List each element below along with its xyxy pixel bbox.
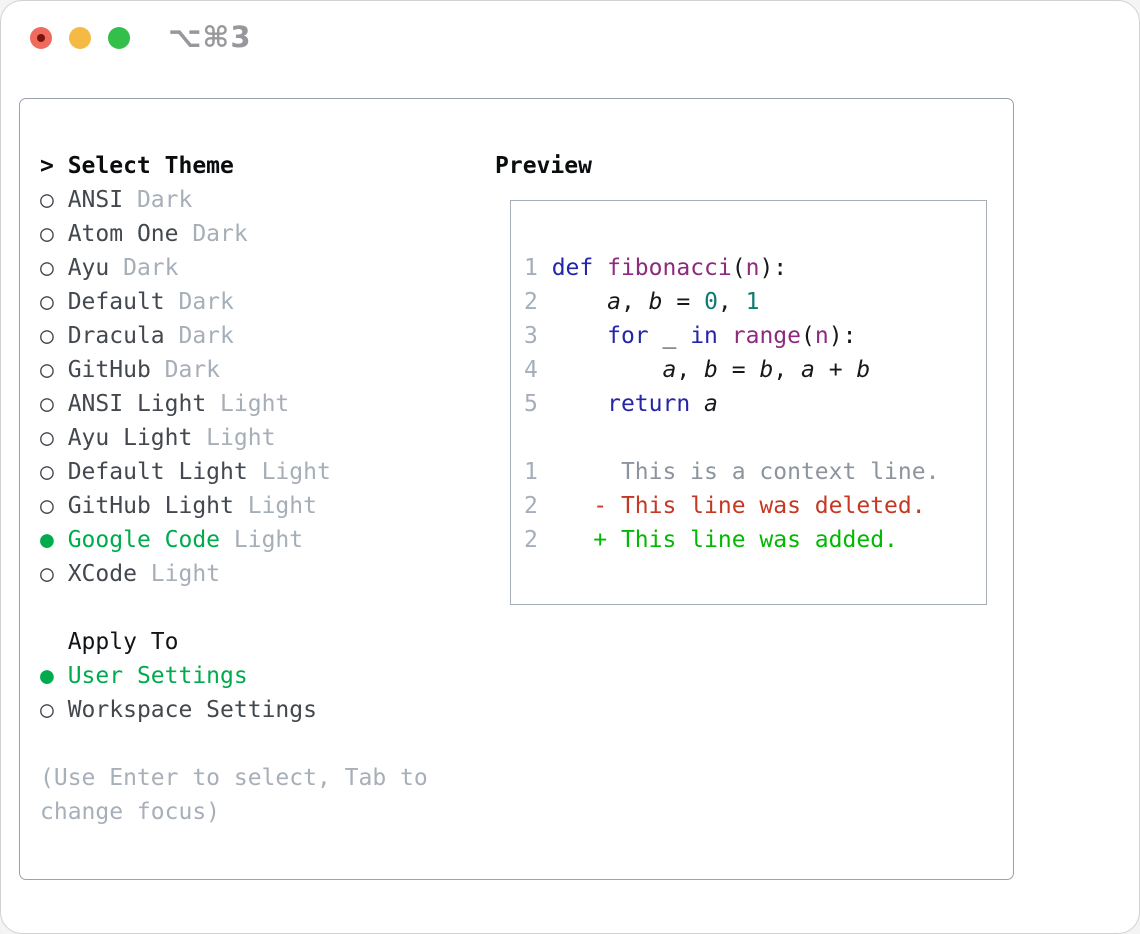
select-theme-label: > Select Theme bbox=[40, 153, 234, 179]
left-column: > Select Theme○ ANSI Dark○ Atom One Dark… bbox=[40, 149, 428, 829]
spacer-row bbox=[40, 591, 428, 625]
theme-variant: Light bbox=[247, 459, 331, 485]
theme-variant: Light bbox=[136, 561, 221, 587]
radio-icon: ○ bbox=[40, 697, 68, 723]
theme-name: Default bbox=[67, 289, 165, 315]
title-bar: ⌥⌘3 bbox=[1, 1, 1139, 71]
preview-box: 1 def fibonacci(n): 2 a, b = 0, 1 3 for _ … bbox=[510, 200, 987, 605]
theme-variant: Dark bbox=[109, 255, 179, 281]
code-line: 1 This is a context line. bbox=[524, 459, 940, 485]
theme-name: XCode bbox=[67, 561, 137, 587]
theme-variant: Dark bbox=[150, 357, 221, 383]
zoom-button[interactable] bbox=[108, 27, 130, 49]
theme-name: ANSI Light bbox=[67, 391, 207, 417]
minimize-button[interactable] bbox=[69, 27, 91, 49]
theme-name: Ayu bbox=[67, 255, 110, 281]
theme-option-dracula[interactable]: ○ Dracula Dark bbox=[40, 319, 428, 353]
spacer-row bbox=[40, 727, 428, 761]
apply-to-header: Apply To bbox=[40, 625, 428, 659]
theme-picker-panel: > Select Theme○ ANSI Dark○ Atom One Dark… bbox=[19, 98, 1014, 880]
code-blank-line bbox=[524, 421, 986, 455]
radio-icon: ○ bbox=[40, 357, 68, 383]
code-line: 2 - This line was deleted. bbox=[524, 493, 926, 519]
theme-variant: Light bbox=[206, 391, 290, 417]
preview-title: Preview bbox=[495, 153, 592, 179]
radio-icon: ○ bbox=[40, 255, 68, 281]
hint-text: change focus) bbox=[40, 799, 221, 825]
theme-name: Default Light bbox=[67, 459, 248, 485]
theme-name: Ayu Light bbox=[67, 425, 193, 451]
theme-option-github[interactable]: ○ GitHub Dark bbox=[40, 353, 428, 387]
hint-text: (Use Enter to select, Tab to bbox=[40, 765, 428, 791]
apply-option-label: Workspace Settings bbox=[67, 697, 317, 723]
radio-icon: ○ bbox=[40, 459, 68, 485]
theme-name: Atom One bbox=[67, 221, 179, 247]
code-line: 4 a, b = b, a + b bbox=[524, 357, 871, 383]
radio-icon: ○ bbox=[40, 391, 68, 417]
theme-option-google-code[interactable]: ● Google Code Light bbox=[40, 523, 428, 557]
theme-variant: Light bbox=[192, 425, 276, 451]
theme-variant: Dark bbox=[123, 187, 193, 213]
theme-name: GitHub bbox=[67, 357, 151, 383]
theme-name: Google Code bbox=[67, 527, 221, 553]
code-line: 3 for _ in range(n): bbox=[524, 323, 857, 349]
theme-option-default-light[interactable]: ○ Default Light Light bbox=[40, 455, 428, 489]
radio-icon: ○ bbox=[40, 187, 68, 213]
apply-option-workspace-settings[interactable]: ○ Workspace Settings bbox=[40, 693, 428, 727]
apply-option-label: User Settings bbox=[67, 663, 248, 689]
radio-icon: ○ bbox=[40, 323, 68, 349]
code-line: 5 return a bbox=[524, 391, 718, 417]
window-title: ⌥⌘3 bbox=[168, 20, 252, 54]
theme-option-ansi[interactable]: ○ ANSI Dark bbox=[40, 183, 428, 217]
theme-variant: Light bbox=[220, 527, 304, 553]
theme-option-github-light[interactable]: ○ GitHub Light Light bbox=[40, 489, 428, 523]
theme-variant: Dark bbox=[178, 221, 248, 247]
code-line: 2 + This line was added. bbox=[524, 527, 898, 553]
theme-option-atom-one[interactable]: ○ Atom One Dark bbox=[40, 217, 428, 251]
theme-variant: Light bbox=[233, 493, 317, 519]
theme-name: GitHub Light bbox=[67, 493, 234, 519]
theme-option-xcode[interactable]: ○ XCode Light bbox=[40, 557, 428, 591]
theme-variant: Dark bbox=[164, 289, 234, 315]
select-theme-header: > Select Theme bbox=[40, 149, 428, 183]
theme-option-ayu[interactable]: ○ Ayu Dark bbox=[40, 251, 428, 285]
apply-option-user-settings[interactable]: ● User Settings bbox=[40, 659, 428, 693]
radio-selected-icon: ● bbox=[40, 527, 68, 553]
theme-variant: Dark bbox=[164, 323, 234, 349]
radio-icon: ○ bbox=[40, 221, 68, 247]
theme-name: ANSI bbox=[67, 187, 124, 213]
preview-column: Preview 1 def fibonacci(n): 2 a, b = 0, 1… bbox=[495, 149, 987, 605]
close-button[interactable] bbox=[30, 27, 52, 49]
radio-icon: ○ bbox=[40, 289, 68, 315]
theme-option-ansi-light[interactable]: ○ ANSI Light Light bbox=[40, 387, 428, 421]
theme-option-ayu-light[interactable]: ○ Ayu Light Light bbox=[40, 421, 428, 455]
apply-to-label: Apply To bbox=[40, 629, 179, 655]
theme-option-default[interactable]: ○ Default Dark bbox=[40, 285, 428, 319]
radio-selected-icon: ● bbox=[40, 663, 68, 689]
radio-icon: ○ bbox=[40, 493, 68, 519]
radio-icon: ○ bbox=[40, 561, 68, 587]
code-line: 1 def fibonacci(n): bbox=[524, 255, 788, 281]
theme-name: Dracula bbox=[67, 323, 165, 349]
code-line: 2 a, b = 0, 1 bbox=[524, 289, 760, 315]
radio-icon: ○ bbox=[40, 425, 68, 451]
